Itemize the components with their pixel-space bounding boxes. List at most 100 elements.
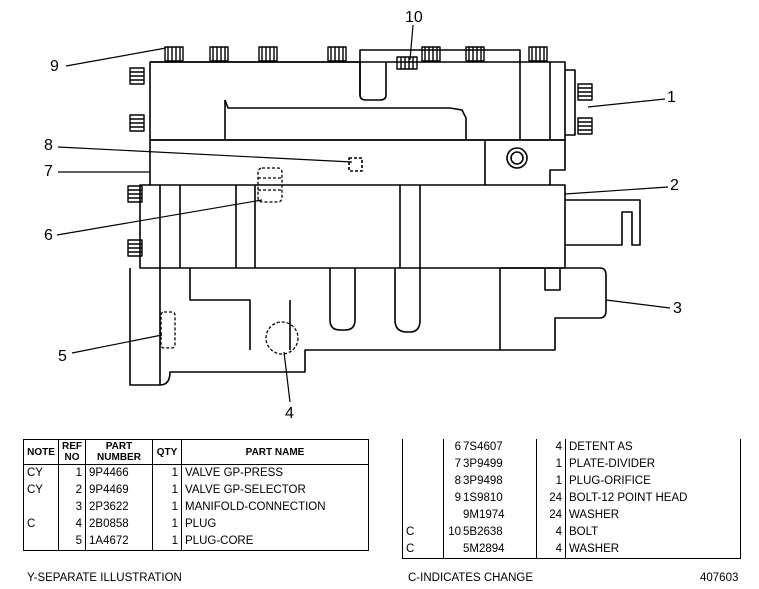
note-cell	[23, 533, 59, 551]
note-cell: C	[402, 541, 444, 559]
part-number-cell: 1A4672	[85, 533, 153, 551]
part-name-cell: PLUG-CORE	[181, 533, 369, 551]
ref-cell: 4	[58, 516, 86, 533]
ref-cell: 8	[443, 473, 462, 490]
qty-cell: 1	[152, 533, 182, 551]
ref-cell	[443, 541, 462, 559]
callout-7: 7	[44, 163, 53, 180]
note-cell: C	[23, 516, 59, 533]
part-name-cell: WASHER	[565, 507, 741, 524]
qty-cell: 24	[536, 490, 566, 507]
part-number-cell: 7S4607	[462, 439, 537, 456]
qty-cell: 4	[536, 524, 566, 541]
part-number-cell: 3P9499	[462, 456, 537, 473]
part-number-cell: 2P3622	[85, 499, 153, 516]
qty-cell: 1	[152, 499, 182, 516]
callout-6: 6	[44, 227, 53, 244]
ref-cell: 3	[58, 499, 86, 516]
plug	[265, 321, 299, 355]
note-cell	[402, 507, 444, 524]
header-part-number: PART NUMBER	[85, 439, 153, 465]
part-name-cell: VALVE GP-PRESS	[181, 464, 369, 482]
qty-cell: 1	[536, 473, 566, 490]
part-name-cell: PLUG	[181, 516, 369, 533]
part-number-cell: 2B0858	[85, 516, 153, 533]
part-name-cell: WASHER	[565, 541, 741, 559]
note-cell	[402, 439, 444, 456]
header-part-name: PART NAME	[181, 439, 369, 465]
ref-cell: 7	[443, 456, 462, 473]
ref-cell: 10	[443, 524, 462, 541]
detent-assembly	[257, 167, 283, 203]
part-name-cell: PLATE-DIVIDER	[565, 456, 741, 473]
note-cell	[23, 499, 59, 516]
manifold-connection-body	[129, 267, 607, 386]
qty-cell: 24	[536, 507, 566, 524]
part-number-cell: 1S9810	[462, 490, 537, 507]
callout-5: 5	[58, 348, 67, 365]
part-name-cell: MANIFOLD-CONNECTION	[181, 499, 369, 516]
divider-plate	[149, 139, 566, 185]
side-bolts-right	[577, 83, 593, 135]
separate-illustration-note: Y-SEPARATE ILLUSTRATION	[27, 572, 182, 584]
top-bolts	[164, 46, 548, 70]
ref-cell	[443, 507, 462, 524]
core-plug	[160, 311, 176, 349]
callout-10: 10	[405, 9, 423, 26]
callout-2: 2	[670, 177, 679, 194]
note-cell	[402, 456, 444, 473]
ref-cell: 9	[443, 490, 462, 507]
callout-9: 9	[50, 58, 59, 75]
part-number-cell: 9M1974	[462, 507, 537, 524]
part-number-cell: 5B2638	[462, 524, 537, 541]
note-cell: CY	[23, 464, 59, 482]
note-cell: C	[402, 524, 444, 541]
qty-cell: 1	[152, 482, 182, 499]
parts-list-left: NOTE REF NO PART NUMBER QTY PART NAME CY…	[23, 439, 369, 551]
part-number-cell: 9P4469	[85, 482, 153, 499]
part-number-cell: 9P4466	[85, 464, 153, 482]
note-cell	[402, 473, 444, 490]
part-name-cell: BOLT-12 POINT HEAD	[565, 490, 741, 507]
selector-valve-body	[139, 184, 641, 269]
press-valve-body	[149, 49, 576, 141]
qty-cell: 4	[536, 439, 566, 456]
part-number-cell: 3P9498	[462, 473, 537, 490]
indicates-change-note: C-INDICATES CHANGE	[408, 572, 534, 584]
table-header-row: NOTE REF NO PART NUMBER QTY PART NAME	[23, 439, 369, 465]
ref-cell: 6	[443, 439, 462, 456]
note-cell	[402, 490, 444, 507]
side-bolts-left	[127, 67, 145, 257]
part-name-cell: VALVE GP-SELECTOR	[181, 482, 369, 499]
ref-cell: 1	[58, 464, 86, 482]
callout-8: 8	[44, 137, 53, 154]
callout-1: 1	[667, 89, 676, 106]
illustration-number: 407603	[700, 572, 739, 584]
callout-4: 4	[285, 405, 294, 422]
ref-cell: 5	[58, 533, 86, 551]
part-number-cell: 5M2894	[462, 541, 537, 559]
header-qty: QTY	[152, 439, 182, 465]
qty-cell: 1	[152, 516, 182, 533]
qty-cell: 4	[536, 541, 566, 559]
part-name-cell: BOLT	[565, 524, 741, 541]
part-name-cell: DETENT AS	[565, 439, 741, 456]
callout-3: 3	[673, 300, 682, 317]
qty-cell: 1	[536, 456, 566, 473]
header-ref-no: REF NO	[58, 439, 86, 465]
leader-lines	[56, 24, 671, 403]
ref-cell: 2	[58, 482, 86, 499]
